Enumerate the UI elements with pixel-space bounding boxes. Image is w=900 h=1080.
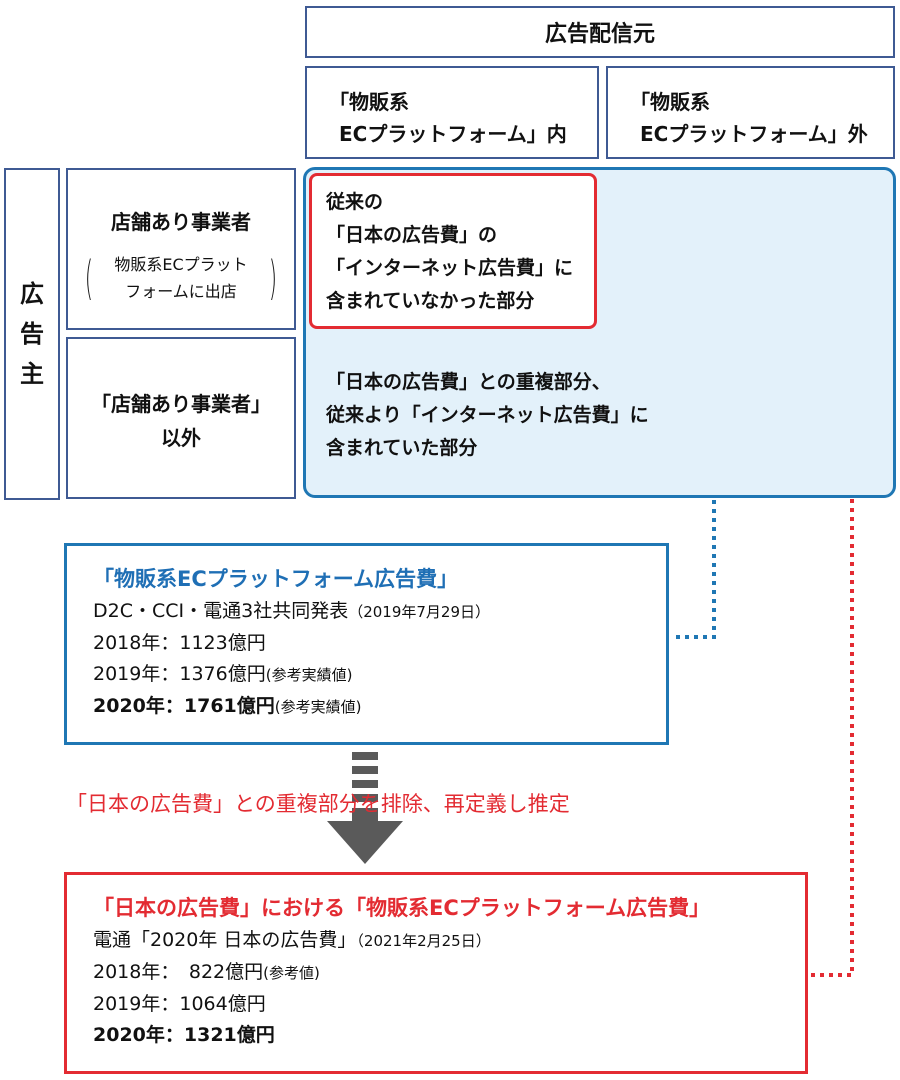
- ec-box-title: 「物販系ECプラットフォーム広告費」: [93, 567, 459, 591]
- distributor-title: 広告配信元: [544, 22, 655, 47]
- advertiser-store-row: 店舗あり事業者 ( 物販系ECプラット フォームに出店 ): [66, 168, 296, 330]
- ec-box-source: D2C・CCI・電通3社共同発表（2019年7月29日）: [93, 596, 666, 628]
- advertiser-char: 広: [20, 280, 44, 308]
- arrow-note: 「日本の広告費」との重複部分を排除、再定義し推定: [66, 792, 570, 816]
- japan-box-row: 2018年： 822億円(参考値): [93, 957, 805, 989]
- paren-close-icon: ): [268, 251, 278, 305]
- japan-ad-expenditure-box: 「日本の広告費」における「物販系ECプラットフォーム広告費」 電通「2020年 …: [64, 872, 808, 1074]
- japan-box-row: 2019年：1064億円: [93, 989, 805, 1020]
- ec-source-date: （2019年7月29日）: [348, 603, 491, 621]
- paren-open-icon: (: [84, 251, 94, 305]
- down-arrow-icon: [327, 752, 403, 864]
- new-portion-box: 従来の 「日本の広告費」の 「インターネット広告費」に 含まれていなかった部分: [309, 173, 597, 329]
- column-outside-line2: ECプラットフォーム」外: [640, 122, 868, 146]
- overlap-line: 含まれていた部分: [326, 437, 478, 459]
- row-label: 2019年：1376億円: [93, 663, 266, 685]
- new-portion-line: 「インターネット広告費」に: [326, 257, 574, 279]
- column-inside-line2: ECプラットフォーム」内: [339, 122, 567, 146]
- ec-source-text: D2C・CCI・電通3社共同発表: [93, 600, 349, 622]
- row-label: 2019年：1064億円: [93, 993, 266, 1015]
- column-outside-ec: 「物販系 ECプラットフォーム」外: [606, 66, 895, 159]
- row-label: 2018年：1123億円: [93, 632, 266, 654]
- new-portion-line: 含まれていなかった部分: [326, 290, 535, 312]
- japan-box-title: 「日本の広告費」における「物販系ECプラットフォーム広告費」: [93, 896, 711, 920]
- store-note-line1: 物販系ECプラット: [114, 255, 248, 274]
- advertiser-char: 主: [20, 360, 44, 388]
- store-note: ( 物販系ECプラット フォームに出店 ): [80, 248, 282, 308]
- new-portion-line: 「日本の広告費」の: [326, 224, 498, 246]
- japan-source-text: 電通「2020年 日本の広告費」: [93, 929, 357, 951]
- other-title: 「店舗あり事業者」: [91, 392, 271, 416]
- column-outside-line1: 「物販系: [630, 90, 710, 114]
- distributor-header: 広告配信元: [305, 6, 895, 58]
- advertiser-char: 告: [20, 320, 44, 348]
- new-portion-line: 従来の: [326, 191, 384, 213]
- row-note: (参考値): [263, 964, 320, 982]
- advertiser-label: 広 告 主: [4, 168, 60, 500]
- column-inside-ec: 「物販系 ECプラットフォーム」内: [305, 66, 599, 159]
- row-note: (参考実績値): [274, 698, 362, 716]
- store-note-line2: フォームに出店: [125, 282, 237, 301]
- ec-box-row: 2020年：1761億円(参考実績値): [93, 691, 666, 723]
- overlap-portion-text: 「日本の広告費」との重複部分、 従来より「インターネット広告費」に 含まれていた…: [326, 366, 886, 465]
- row-label: 2020年：1321億円: [93, 1024, 275, 1046]
- advertiser-other-row: 「店舗あり事業者」 以外: [66, 337, 296, 499]
- ec-box-row: 2019年：1376億円(参考実績値): [93, 659, 666, 691]
- overlap-line: 「日本の広告費」との重複部分、: [326, 371, 611, 393]
- other-title2: 以外: [161, 426, 201, 450]
- ec-box-row: 2018年：1123億円: [93, 628, 666, 659]
- store-title: 店舗あり事業者: [111, 210, 251, 234]
- japan-box-source: 電通「2020年 日本の広告費」（2021年2月25日）: [93, 925, 805, 957]
- ec-platform-ad-box: 「物販系ECプラットフォーム広告費」 D2C・CCI・電通3社共同発表（2019…: [64, 543, 669, 745]
- japan-source-date: （2021年2月25日）: [356, 932, 491, 950]
- overlap-line: 従来より「インターネット広告費」に: [326, 404, 649, 426]
- row-label: 2018年： 822億円: [93, 961, 264, 983]
- row-label: 2020年：1761億円: [93, 695, 275, 717]
- row-note: (参考実績値): [265, 666, 353, 684]
- japan-box-row: 2020年：1321億円: [93, 1020, 805, 1051]
- column-inside-line1: 「物販系: [329, 90, 409, 114]
- blue-dotted-connector: [671, 500, 716, 639]
